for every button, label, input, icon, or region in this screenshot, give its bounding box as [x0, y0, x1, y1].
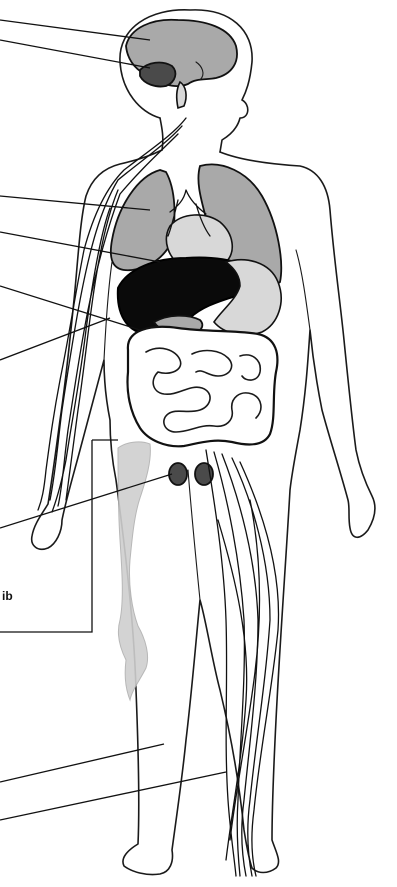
leader-gonads: [0, 474, 172, 528]
reproductive-organs: [169, 463, 213, 485]
leader-cerebrum: [0, 20, 150, 40]
inner-arm-line-left: [104, 262, 112, 360]
crotch-line: [188, 470, 200, 600]
pelvis-bone: [118, 442, 150, 700]
leader-leg-nerves: [0, 772, 226, 820]
leg-nerve-1: [206, 450, 236, 876]
inset-label: ib: [2, 589, 13, 603]
cerebellum: [140, 63, 175, 87]
inner-arm-line-right: [296, 250, 310, 330]
leader-pelvis: [0, 744, 164, 782]
ilium: [118, 442, 150, 700]
intestines: [128, 327, 278, 446]
large-intestine: [128, 327, 278, 446]
abdominal-organs: [118, 257, 281, 334]
brain: [126, 20, 237, 108]
leader-arm-nerves: [0, 318, 110, 360]
